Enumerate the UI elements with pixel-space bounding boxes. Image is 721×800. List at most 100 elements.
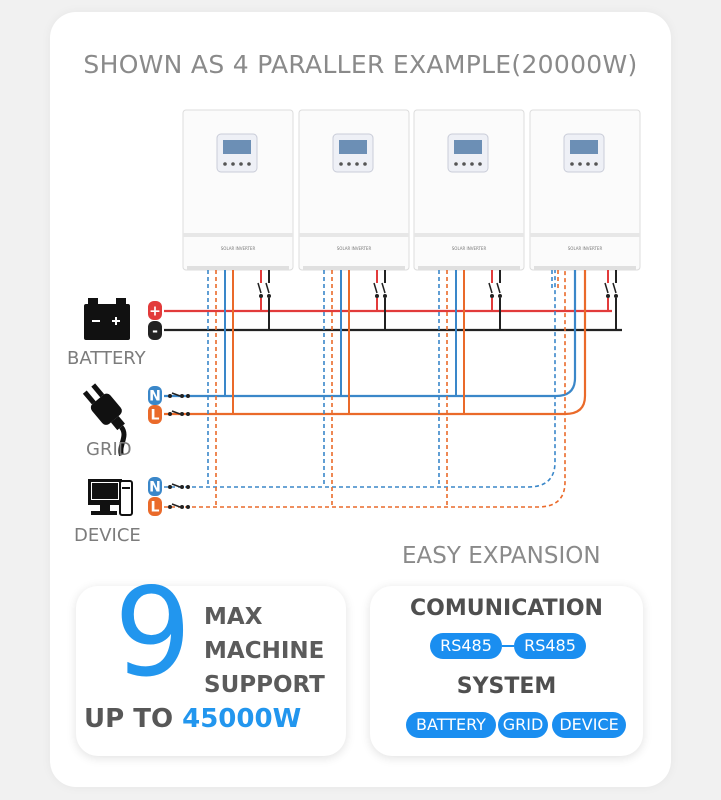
panel-button <box>223 162 227 166</box>
panel-button <box>578 162 582 166</box>
device-live-bus <box>164 270 566 508</box>
device-neutral-terminal-pill <box>148 477 162 496</box>
battery-positive-terminal-pill <box>148 301 162 320</box>
breaker-contact <box>257 282 262 294</box>
battery-label: BATTERY <box>67 348 146 369</box>
switch-contact <box>171 410 181 415</box>
grid-live-terminal: L <box>148 405 162 424</box>
panel-button <box>462 162 466 166</box>
inverter-label: SOLAR INVERTER <box>568 246 603 251</box>
easy-expansion-heading: EASY EXPANSION <box>402 543 601 569</box>
system-device-pill: DEVICE <box>552 712 626 738</box>
grid-live-terminal-pill <box>148 405 162 424</box>
inverter-unit: SOLAR INVERTER <box>529 109 641 271</box>
breaker-node <box>490 294 494 298</box>
panel-button <box>478 162 482 166</box>
panel-button <box>570 162 574 166</box>
panel-button <box>347 162 351 166</box>
battery-negative-terminal-text: - <box>152 324 158 340</box>
inverter-base <box>187 266 289 270</box>
switch-node <box>180 485 184 489</box>
panel-button <box>363 162 367 166</box>
inverter-band <box>299 233 409 237</box>
wiring-group <box>164 270 622 509</box>
page-title: SHOWN AS 4 PARALLER EXAMPLE(20000W) <box>83 50 638 79</box>
up-to-value: 45000W <box>182 704 302 734</box>
device-live-terminal: L <box>148 497 162 516</box>
breaker-contact <box>604 282 609 294</box>
breaker-contact <box>381 282 386 294</box>
inverter-label: SOLAR INVERTER <box>452 246 487 251</box>
breaker-contact <box>496 282 501 294</box>
device-live-terminal-pill <box>148 497 162 516</box>
grid-neutral-terminal-text: N <box>149 389 161 405</box>
panel-button <box>594 162 598 166</box>
device-neutral-terminal-text: N <box>149 480 161 496</box>
source-icons <box>82 298 133 516</box>
battery-positive-terminal: + <box>148 301 162 320</box>
device-label: DEVICE <box>74 525 141 546</box>
rs485-link <box>502 645 514 647</box>
grid-neutral-terminal: N <box>148 386 162 405</box>
switch-node <box>186 485 190 489</box>
battery-negative-terminal-pill <box>148 321 162 340</box>
device-neutral-bus <box>164 270 556 488</box>
up-to-power: UP TO 45000W <box>84 704 301 734</box>
breaker-node <box>614 294 618 298</box>
communication-heading: COMUNICATION <box>410 596 603 621</box>
switch-node <box>180 412 184 416</box>
switch-node <box>180 394 184 398</box>
battery-negative-terminal: - <box>148 321 162 340</box>
grid-neutral-terminal-pill <box>148 386 162 405</box>
communication-card: COMUNICATION RS485 RS485 SYSTEM BATTERY … <box>370 586 643 756</box>
switch-node <box>180 505 184 509</box>
system-battery-pill: BATTERY <box>406 712 496 738</box>
switch-contact <box>171 483 181 488</box>
battery-positive-terminal-text: + <box>149 304 161 320</box>
switch-node <box>168 485 172 489</box>
inverter-base <box>303 266 405 270</box>
breaker-contact <box>612 282 617 294</box>
device-live-terminal-text: L <box>151 500 160 516</box>
panel-button <box>470 162 474 166</box>
plug-icon <box>82 383 127 457</box>
inverter-label: SOLAR INVERTER <box>221 246 256 251</box>
grid-label: GRID <box>86 439 132 460</box>
inverter-band <box>183 233 293 237</box>
lcd-screen <box>223 140 251 154</box>
switch-node <box>168 394 172 398</box>
breaker-node <box>267 294 271 298</box>
max-line: MAX <box>204 604 263 630</box>
breaker-contact <box>488 282 493 294</box>
machine-line: MACHINE <box>204 638 325 664</box>
inverter-unit: SOLAR INVERTER <box>413 109 525 271</box>
inverter-unit: SOLAR INVERTER <box>298 109 410 271</box>
up-to-prefix: UP TO <box>84 704 174 734</box>
grid-live-terminal-text: L <box>151 408 160 424</box>
switch-node <box>168 412 172 416</box>
rs485-pill-a: RS485 <box>430 633 502 659</box>
panel-button <box>454 162 458 166</box>
breaker-node <box>498 294 502 298</box>
switch-contact <box>171 503 181 508</box>
battery-icon <box>84 298 130 340</box>
computer-icon <box>88 479 133 516</box>
breaker-node <box>259 294 263 298</box>
inverter-base <box>418 266 520 270</box>
switch-node <box>186 412 190 416</box>
system-grid-pill: GRID <box>498 712 548 738</box>
device-neutral-terminal: N <box>148 477 162 496</box>
panel-button <box>231 162 235 166</box>
inverter-base <box>534 266 636 270</box>
inverter-band <box>414 233 524 237</box>
panel-button <box>247 162 251 166</box>
max-machine-number: 9 <box>114 562 192 704</box>
system-heading: SYSTEM <box>456 674 557 699</box>
panel-button <box>586 162 590 166</box>
breaker-node <box>606 294 610 298</box>
switch-node <box>186 394 190 398</box>
panel-button <box>355 162 359 166</box>
breaker-contact <box>373 282 378 294</box>
